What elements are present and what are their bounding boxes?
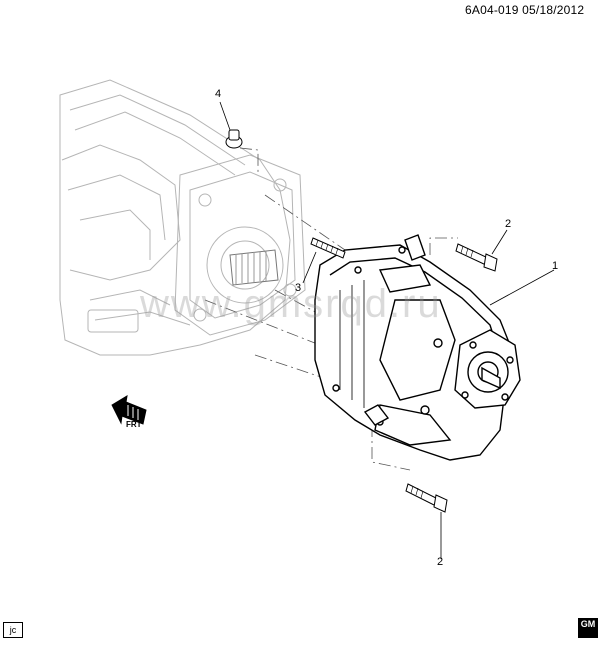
bolt-2-upper (455, 243, 498, 272)
callout-2-lower: 2 (437, 556, 444, 568)
stud-3 (310, 237, 346, 259)
corner-tag: jc (3, 622, 23, 638)
gm-logo: GM (578, 618, 598, 638)
gm-logo-text: GM (580, 619, 596, 629)
transmission-housing (59, 79, 306, 356)
callout-1: 1 (552, 260, 559, 272)
frt-arrow-icon (111, 395, 147, 425)
transfer-case (314, 234, 521, 461)
callout-2-upper: 2 (505, 218, 512, 230)
callout-3: 3 (295, 282, 302, 294)
callout-4: 4 (215, 88, 222, 100)
bolt-2-lower (405, 483, 448, 513)
diagram-reference-id: 6A04-019 05/18/2012 (465, 3, 585, 17)
frt-label: FRT (126, 420, 142, 429)
vent-4 (225, 129, 243, 149)
leader-lines (219, 101, 555, 559)
watermark-text: www.gmsrqd.ru (140, 282, 442, 326)
